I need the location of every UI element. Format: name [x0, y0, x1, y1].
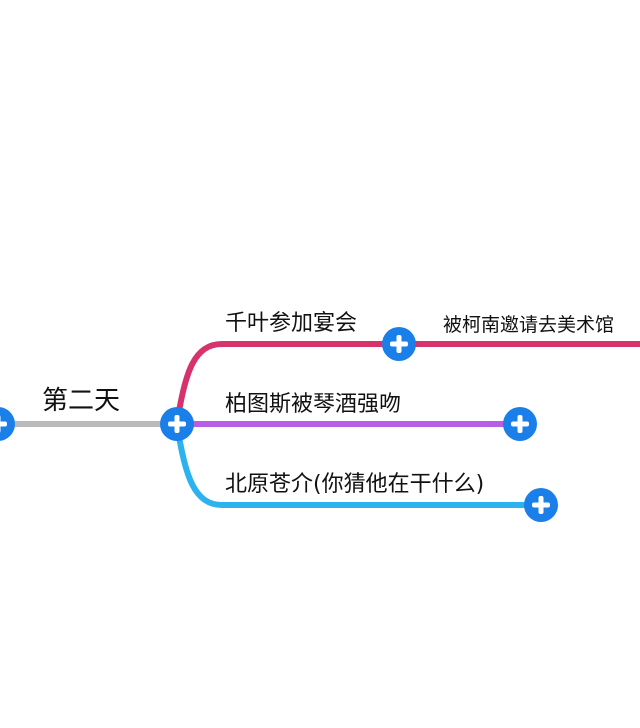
expand-button-left[interactable] [0, 407, 15, 441]
expand-button-branch-3[interactable] [524, 488, 558, 522]
expand-button-branch-1[interactable] [382, 327, 416, 361]
branch-connector-3 [174, 423, 541, 508]
branch-node-1-label[interactable]: 千叶参加宴会 [225, 311, 358, 336]
branch-connector-1 [174, 341, 640, 425]
root-node-label[interactable]: 第二天 [42, 386, 121, 416]
expand-button-branch-2[interactable] [503, 407, 537, 441]
branch-node-1-child-label[interactable]: 被柯南邀请去美术馆 [443, 314, 615, 336]
branch-node-2-label[interactable]: 柏图斯被琴酒强吻 [225, 392, 402, 417]
expand-button-root[interactable] [160, 407, 194, 441]
branch-node-3-label[interactable]: 北原苍介(你猜他在干什么) [225, 472, 485, 497]
